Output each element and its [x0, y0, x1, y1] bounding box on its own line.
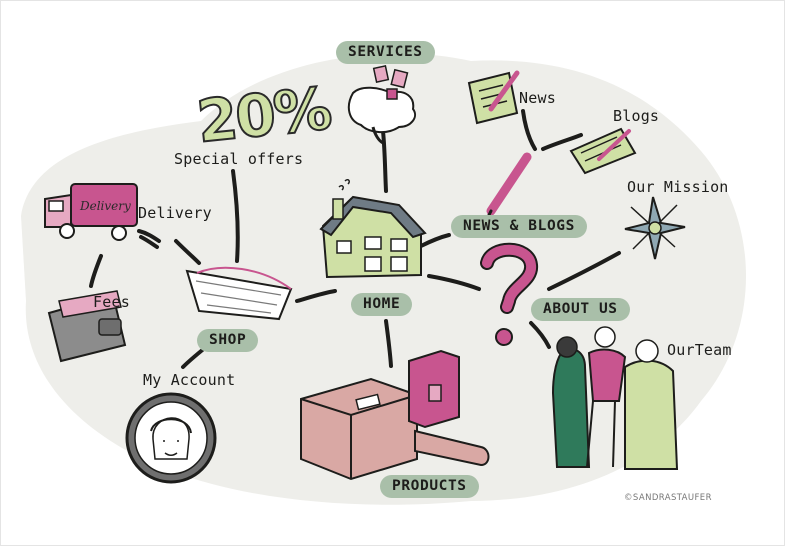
- node-shop[interactable]: SHOP: [197, 329, 259, 352]
- node-my-account[interactable]: My Account: [143, 371, 236, 389]
- connector-lines: [89, 109, 621, 369]
- discount-percent: 20%: [193, 73, 334, 157]
- node-delivery[interactable]: Delivery: [138, 204, 212, 222]
- avatar-illustration: [125, 392, 217, 484]
- services-illustration: [347, 65, 417, 145]
- truck-lettering: Delivery: [79, 199, 131, 213]
- node-news-and-blogs[interactable]: NEWS & BLOGS: [451, 215, 587, 238]
- node-fees[interactable]: Fees: [93, 293, 130, 311]
- node-products[interactable]: PRODUCTS: [380, 475, 479, 498]
- pen-illustration: [485, 152, 532, 221]
- node-special-offers[interactable]: Special offers: [174, 150, 304, 168]
- house-illustration: [319, 179, 427, 279]
- node-our-mission[interactable]: Our Mission: [627, 178, 729, 196]
- news-notepad-illustration: [467, 70, 520, 125]
- blogs-notepad-illustration: [569, 127, 637, 175]
- shopping-basket-illustration: [185, 266, 293, 321]
- wallet-illustration: [47, 290, 127, 363]
- node-services[interactable]: SERVICES: [336, 41, 435, 64]
- node-about-us[interactable]: ABOUT US: [531, 298, 630, 321]
- node-our-team[interactable]: OurTeam: [667, 341, 732, 359]
- node-home[interactable]: HOME: [351, 293, 413, 316]
- artist-credit: ©SANDRASTAUFER: [624, 493, 712, 503]
- node-blogs[interactable]: Blogs: [613, 107, 660, 125]
- compass-star-illustration: [624, 196, 686, 260]
- question-mark-illustration: [480, 242, 538, 346]
- team-illustration: [551, 326, 679, 470]
- products-boxes-illustration: [300, 349, 490, 481]
- delivery-truck-illustration: Delivery: [44, 183, 138, 241]
- node-news[interactable]: News: [519, 89, 556, 107]
